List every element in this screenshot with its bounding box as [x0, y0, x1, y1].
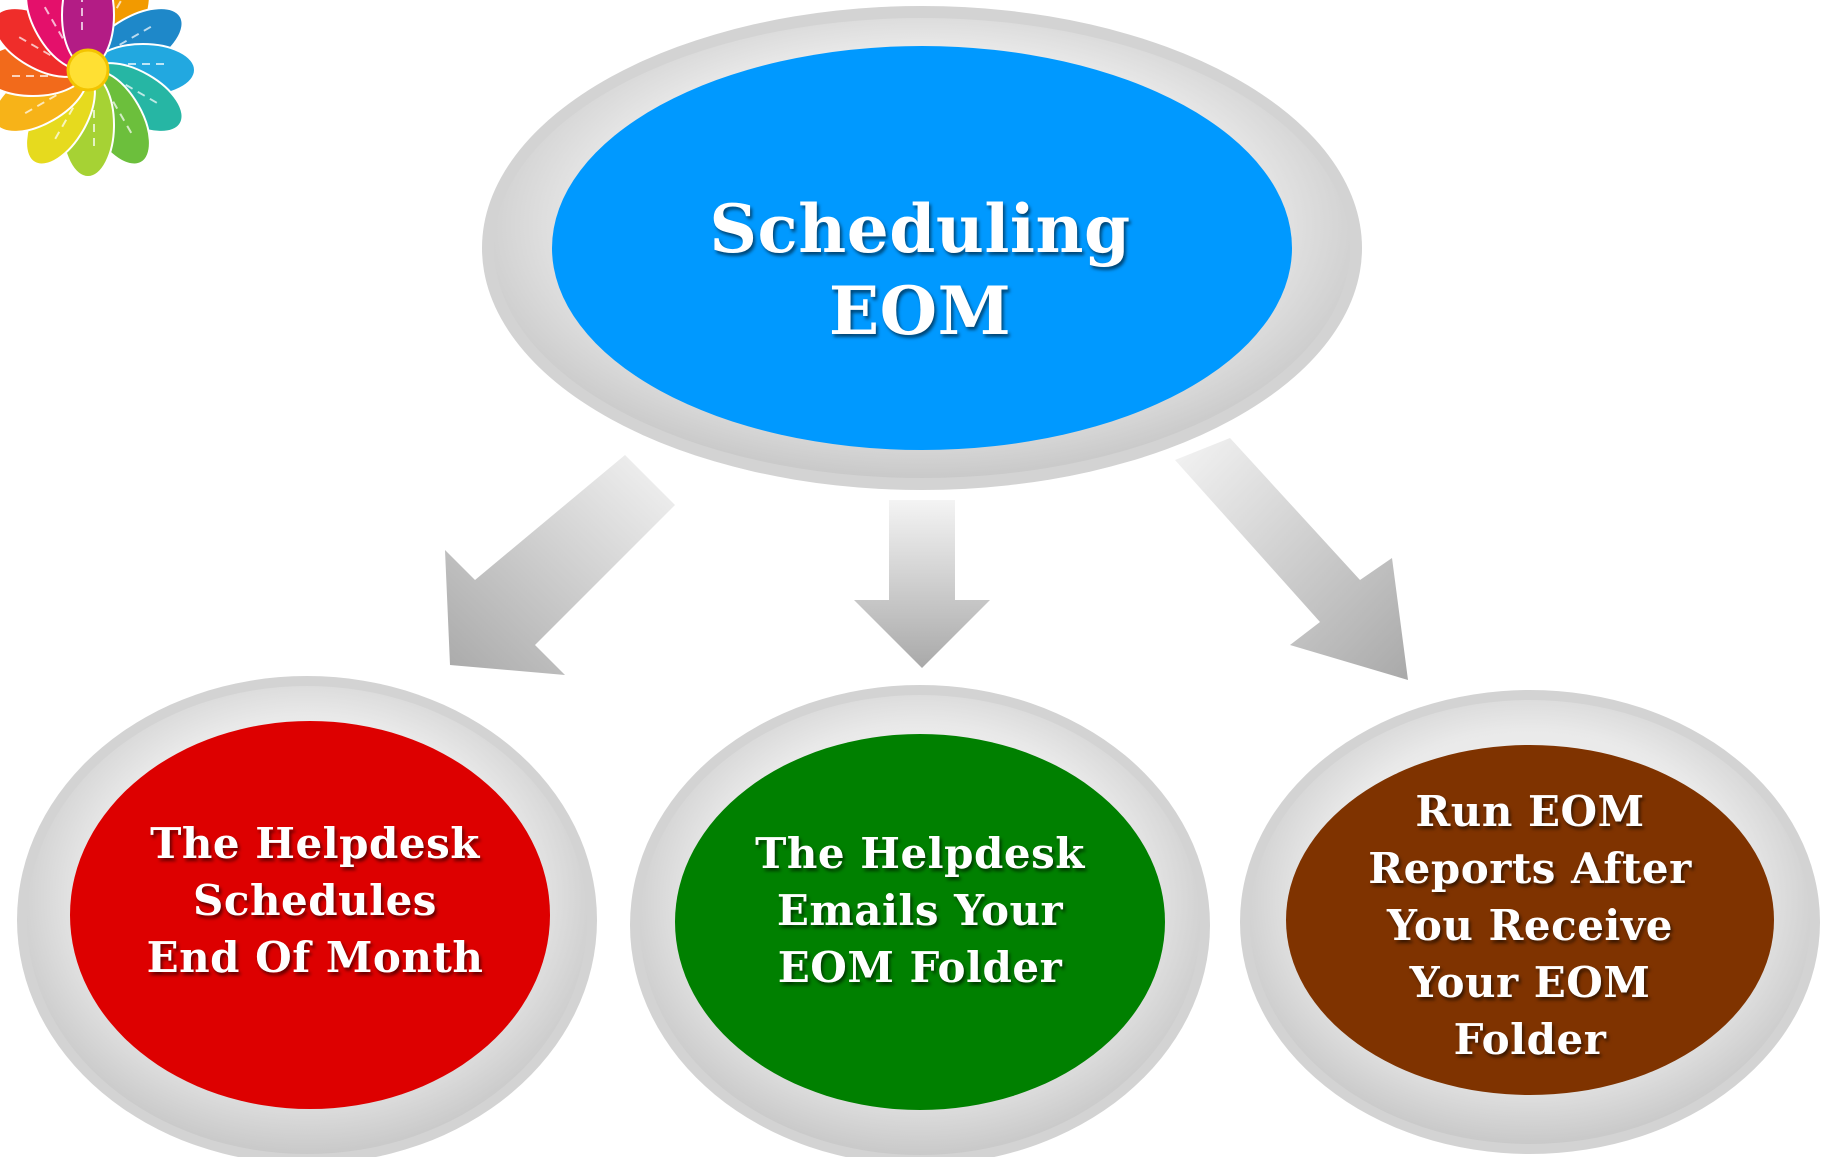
top-node-label: Scheduling EOM	[709, 190, 1131, 350]
child-node-middle	[630, 685, 1210, 1157]
calendar-flower-icon	[0, 0, 196, 178]
child-node-left	[17, 676, 597, 1157]
child-node-middle-fill	[675, 734, 1165, 1110]
arrow-left	[445, 455, 675, 675]
arrow-middle	[854, 500, 990, 668]
top-node-fill	[552, 46, 1292, 450]
logo-center	[66, 48, 110, 92]
top-node	[482, 6, 1362, 490]
child-node-right	[1240, 690, 1820, 1154]
child-node-left-label: The Helpdesk Schedules End Of Month	[146, 818, 484, 982]
child-node-right-label: Run EOM Reports After You Receive Your E…	[1368, 786, 1692, 1064]
child-node-right-fill	[1286, 745, 1774, 1095]
child-node-middle-label: The Helpdesk Emails Your EOM Folder	[755, 828, 1085, 992]
arrow-right	[1175, 438, 1408, 680]
child-node-left-fill	[70, 721, 550, 1109]
